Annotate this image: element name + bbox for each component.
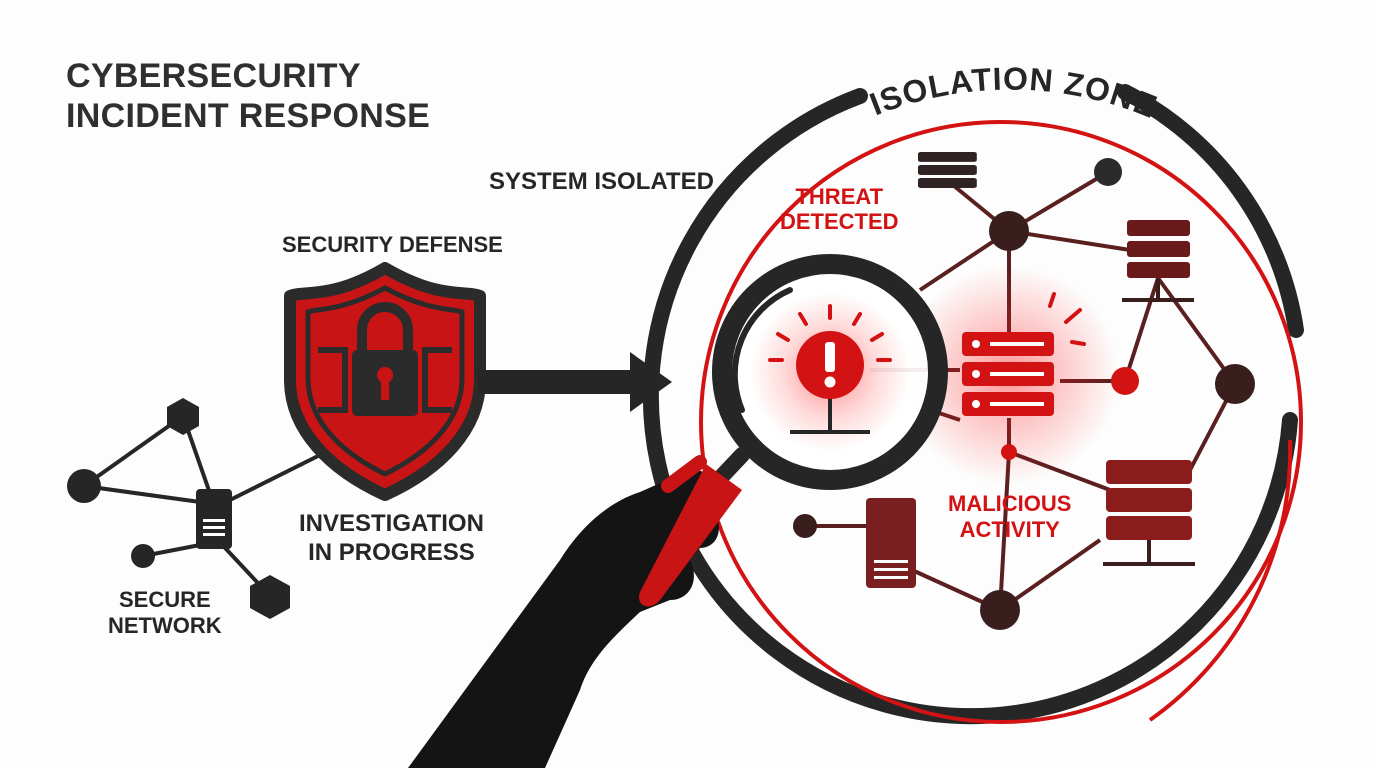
- secure-network-label: SECURE NETWORK: [108, 587, 222, 640]
- hexagon-node: [250, 575, 290, 619]
- network-node: [67, 469, 101, 503]
- threat-network-nodes: [793, 158, 1255, 630]
- hand-silhouette-icon: [408, 455, 742, 768]
- hexagon-node: [167, 398, 199, 435]
- malicious-line-1: MALICIOUS: [948, 491, 1072, 516]
- secure-network-nodes: [67, 398, 290, 619]
- network-node: [1215, 364, 1255, 404]
- network-node: [989, 211, 1029, 251]
- threat-line-1: THREAT: [795, 184, 884, 209]
- secure-line-2: NETWORK: [108, 613, 222, 639]
- investigation-label: INVESTIGATION IN PROGRESS: [299, 510, 484, 568]
- malicious-activity-label: MALICIOUS ACTIVITY: [948, 491, 1071, 544]
- system-isolated-label: SYSTEM ISOLATED: [489, 168, 714, 195]
- security-defense-label: SECURITY DEFENSE: [282, 232, 503, 257]
- shield-lock-icon: [284, 262, 486, 501]
- network-node: [1111, 367, 1139, 395]
- threat-line-2: DETECTED: [780, 209, 899, 235]
- page-title: CYBERSECURITY INCIDENT RESPONSE: [66, 56, 430, 136]
- investigation-line-2: IN PROGRESS: [308, 538, 475, 566]
- server-tower-icon: [866, 498, 916, 588]
- warning-spark-lines: [1048, 292, 1086, 346]
- network-node: [131, 544, 155, 568]
- title-line-1: CYBERSECURITY: [66, 57, 361, 95]
- threat-detected-label: THREAT DETECTED: [780, 184, 899, 235]
- network-node: [1001, 444, 1017, 460]
- secure-line-1: SECURE: [118, 587, 211, 612]
- server-rack-icon: [1122, 220, 1194, 302]
- server-rack-icon: [1103, 460, 1195, 566]
- title-line-2: INCIDENT RESPONSE: [66, 97, 431, 136]
- network-node: [793, 514, 817, 538]
- arrow-right-icon: [478, 352, 672, 412]
- isolation-zone-ring: [642, 84, 1304, 725]
- server-rack-icon: [918, 152, 977, 188]
- investigation-line-1: INVESTIGATION: [299, 510, 484, 537]
- malicious-line-2: ACTIVITY: [959, 517, 1060, 543]
- exclamation-alert-icon: [768, 304, 892, 434]
- network-node: [1094, 158, 1122, 186]
- server-rack-icon: [962, 332, 1054, 416]
- network-node: [980, 590, 1020, 630]
- isolation-zone-label: ISOLATION ZONE: [865, 61, 1163, 126]
